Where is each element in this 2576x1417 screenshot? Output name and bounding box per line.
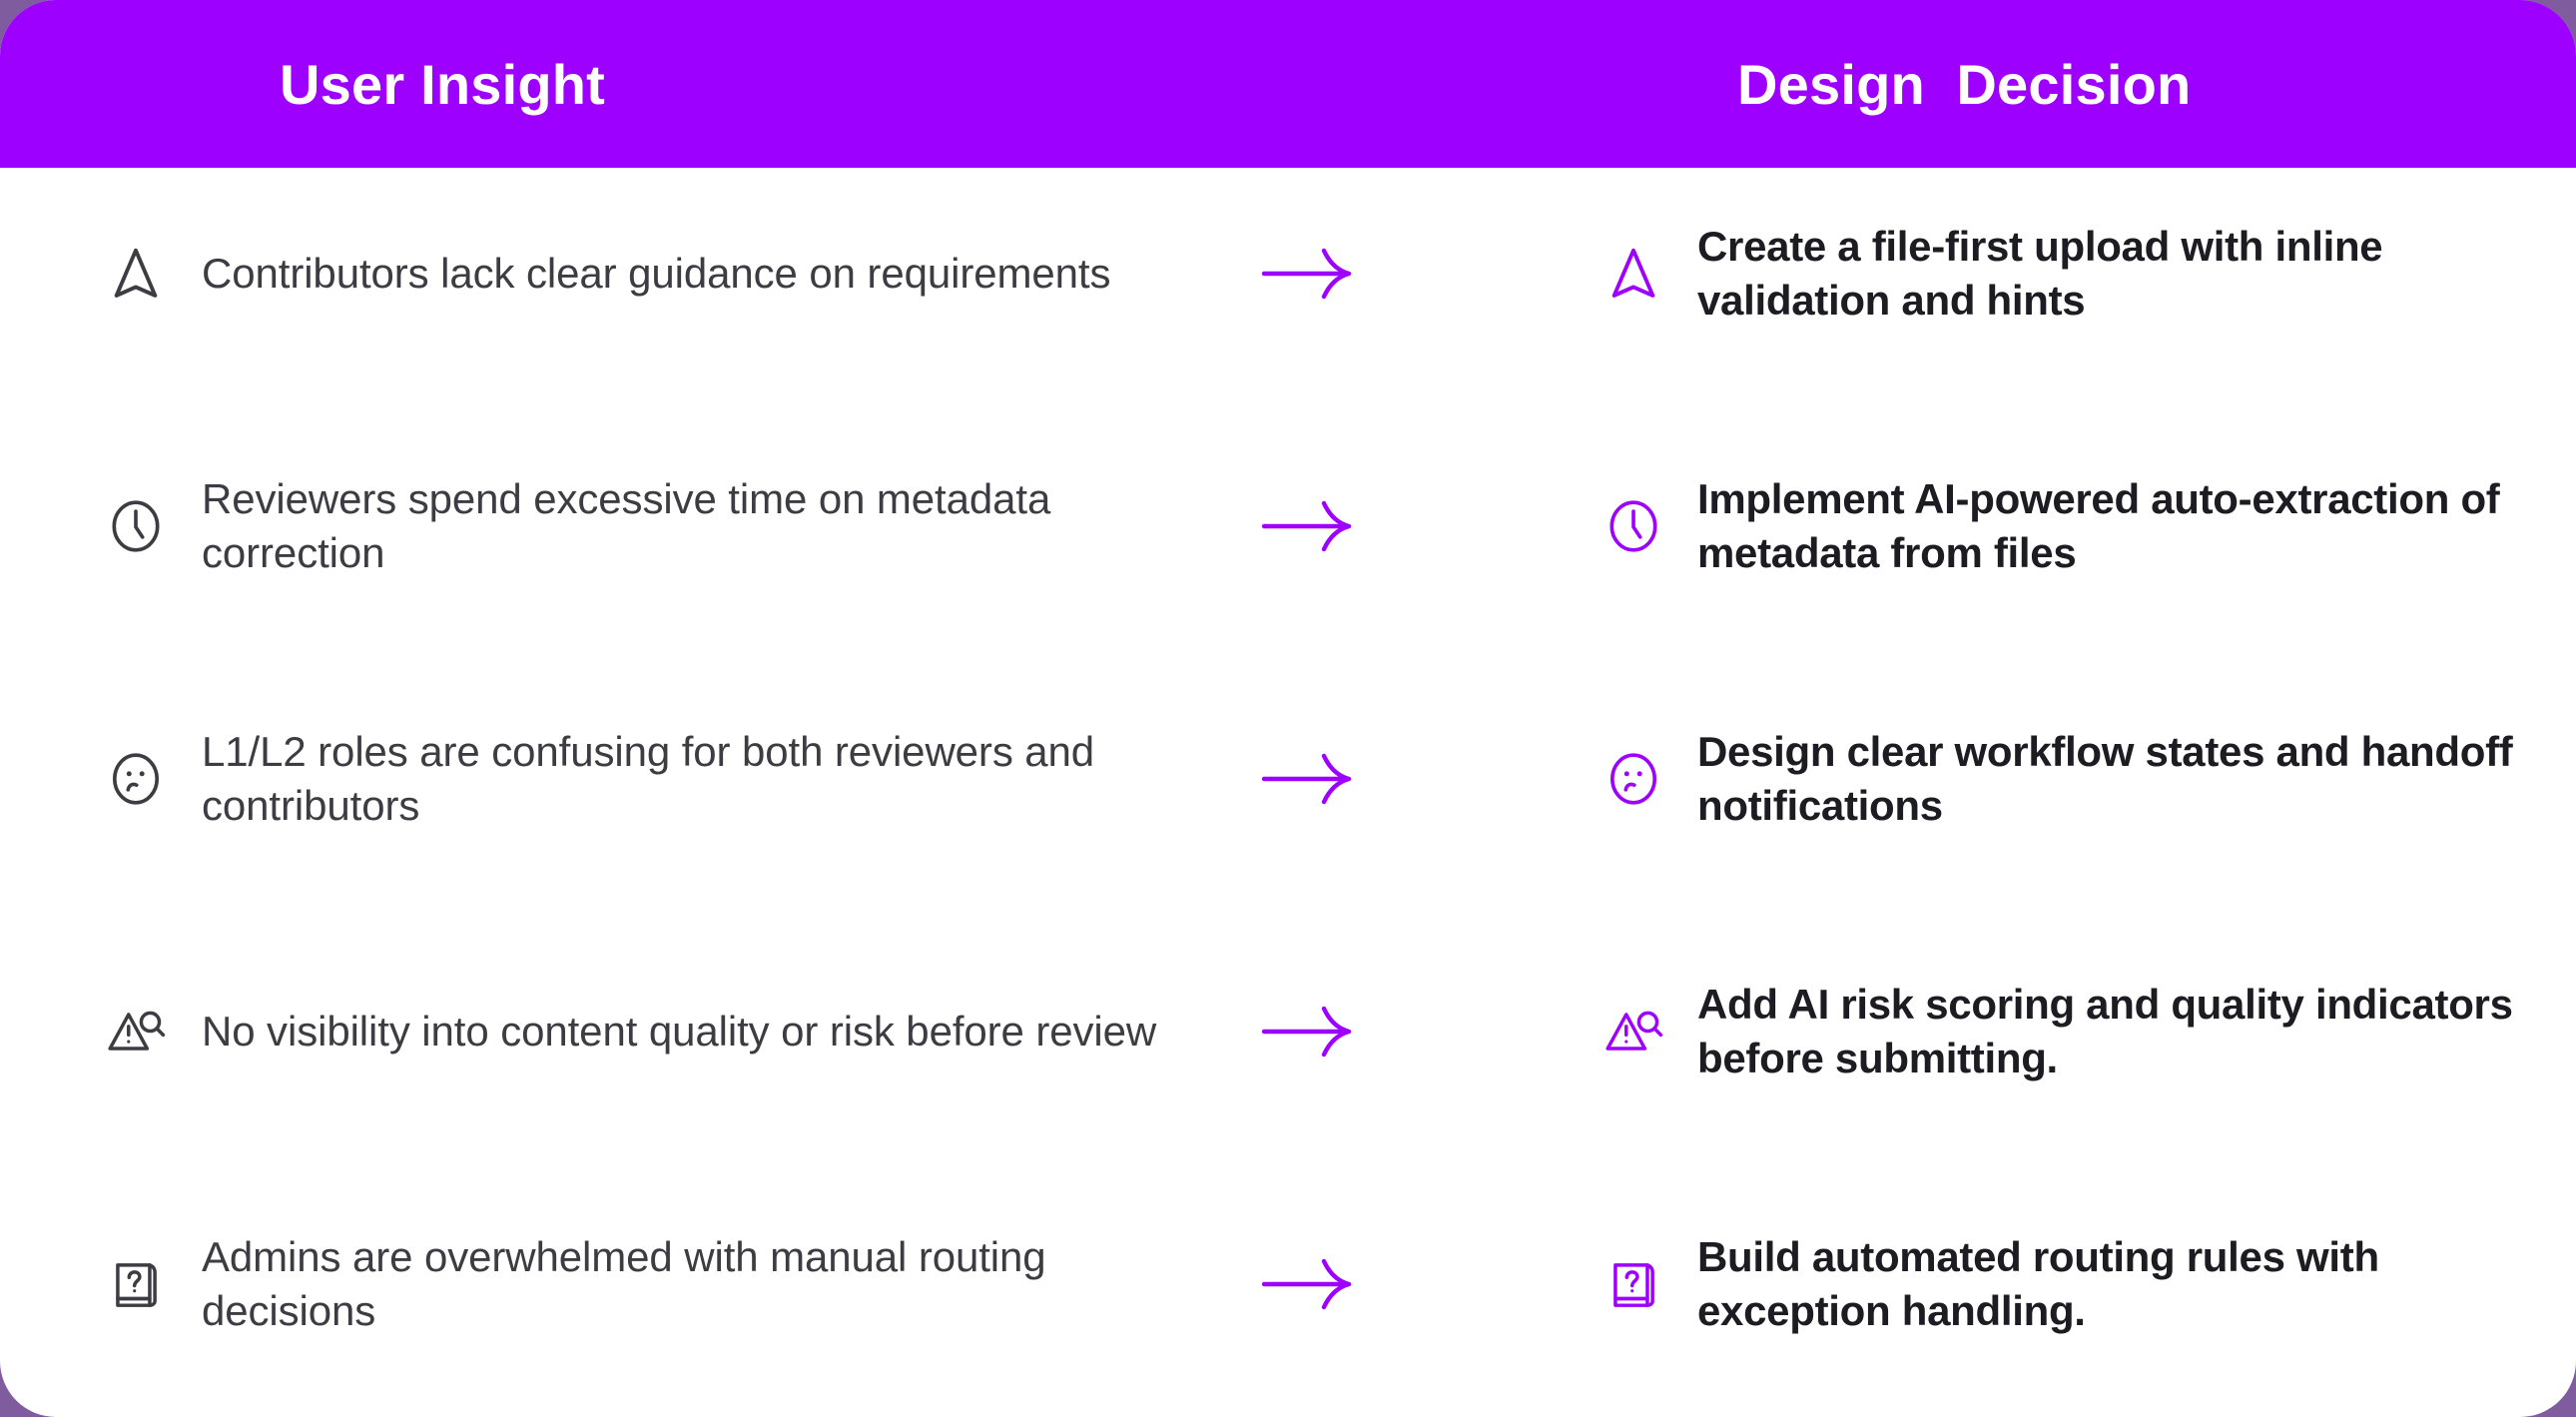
decision-cell: Add AI risk scoring and quality indicato… [1598,978,2536,1085]
warning-magnifier-icon [100,996,172,1067]
arrow-right-icon [1243,1257,1373,1311]
insight-text: Contributors lack clear guidance on requ… [202,250,1111,298]
insight-text: No visibility into content quality or ri… [202,1008,1157,1056]
decision-cell: Create a file-first upload with inline v… [1598,220,2536,328]
decision-text: Build automated routing rules with excep… [1697,1233,2379,1334]
decision-cell: Design clear workflow states and handoff… [1598,725,2536,833]
insight-text: L1/L2 roles are confusing for both revie… [202,728,1095,829]
arrow-right-icon [1243,499,1373,553]
decision-cell: Build automated routing rules with excep… [1598,1230,2536,1338]
header-user-insight: User Insight [280,52,606,116]
insight-text: Reviewers spend excessive time on metada… [202,475,1051,576]
decision-text: Add AI risk scoring and quality indicato… [1697,981,2513,1081]
navigation-arrow-icon [1598,238,1669,310]
table-row: L1/L2 roles are confusing for both revie… [0,673,2576,885]
insight-cell: No visibility into content quality or ri… [100,996,1228,1067]
arrow-right-icon [1243,1005,1373,1059]
clock-icon [1598,490,1669,562]
arrow-right-icon [1243,247,1373,301]
confused-face-icon [100,743,172,815]
insight-text: Admins are overwhelmed with manual routi… [202,1233,1046,1334]
book-question-icon [100,1248,172,1320]
decision-text: Create a file-first upload with inline v… [1697,223,2383,324]
table-row: No visibility into content quality or ri… [0,926,2576,1137]
table-row: Reviewers spend excessive time on metada… [0,420,2576,632]
navigation-arrow-icon [100,238,172,310]
decision-cell: Implement AI-powered auto-extraction of … [1598,472,2536,580]
warning-magnifier-icon [1598,996,1669,1067]
insight-cell: Contributors lack clear guidance on requ… [100,238,1228,310]
decision-text: Implement AI-powered auto-extraction of … [1697,475,2500,576]
confused-face-icon [1598,743,1669,815]
rows-container: Contributors lack clear guidance on requ… [0,168,2576,1417]
insight-cell: L1/L2 roles are confusing for both revie… [100,725,1228,833]
insight-cell: Reviewers spend excessive time on metada… [100,472,1228,580]
table-row: Admins are overwhelmed with manual routi… [0,1178,2576,1390]
header-design-decision: Design Decision [1737,52,2192,116]
table-header: User Insight Design Decision [0,0,2576,168]
clock-icon [100,490,172,562]
arrow-right-icon [1243,752,1373,806]
decision-text: Design clear workflow states and handoff… [1697,728,2513,829]
insight-cell: Admins are overwhelmed with manual routi… [100,1230,1228,1338]
table-row: Contributors lack clear guidance on requ… [0,168,2576,379]
book-question-icon [1598,1248,1669,1320]
